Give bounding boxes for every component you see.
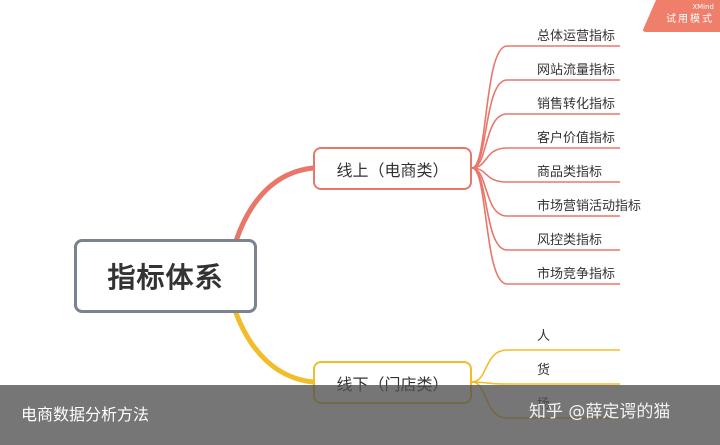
leaf-topic-online-8[interactable]: 市场竞争指标 [537,267,616,282]
leaf-topic-online-2[interactable]: 网站流量指标 [537,63,616,78]
leaf-connector-online-1 [471,45,620,169]
branch-online-label: 线上（电商类） [336,160,449,180]
badge-brand: XMind [692,3,714,11]
leaf-topic-online-4[interactable]: 客户价值指标 [537,131,616,146]
leaf-topic-online-5[interactable]: 商品类指标 [537,165,603,180]
leaf-connector-online-3 [471,113,620,169]
leaf-topic-online-3[interactable]: 销售转化指标 [537,97,616,112]
leaf-connector-online-4 [471,147,620,169]
connector-root-to-offline [233,310,316,385]
root-topic[interactable]: 指标体系 [74,239,257,313]
leaf-topic-online-6[interactable]: 市场营销活动指标 [537,199,642,214]
online-leaf-connectors [471,45,620,285]
connector-root-to-online [233,165,316,244]
leaf-connector-offline-1 [471,349,620,383]
leaf-topic-online-7[interactable]: 风控类指标 [537,233,603,248]
leaf-connector-online-2 [471,79,620,169]
leaf-connector-online-8 [471,167,620,285]
leaf-topic-offline-2[interactable]: 货 [537,363,551,378]
leaf-connector-offline-2 [471,381,620,385]
trial-mode-badge: XMind 试用模式 [642,0,720,32]
branch-online-topic[interactable]: 线上（电商类） [313,147,472,190]
caption-bar: 电商数据分析方法 [0,385,720,445]
watermark: 知乎 @薛定谔的猫 [529,402,671,422]
leaf-topic-offline-1[interactable]: 人 [537,329,551,344]
root-topic-label: 指标体系 [107,261,224,294]
badge-mode: 试用模式 [666,14,714,25]
leaf-topic-online-1[interactable]: 总体运营指标 [537,29,616,44]
caption-text: 电商数据分析方法 [21,405,150,424]
